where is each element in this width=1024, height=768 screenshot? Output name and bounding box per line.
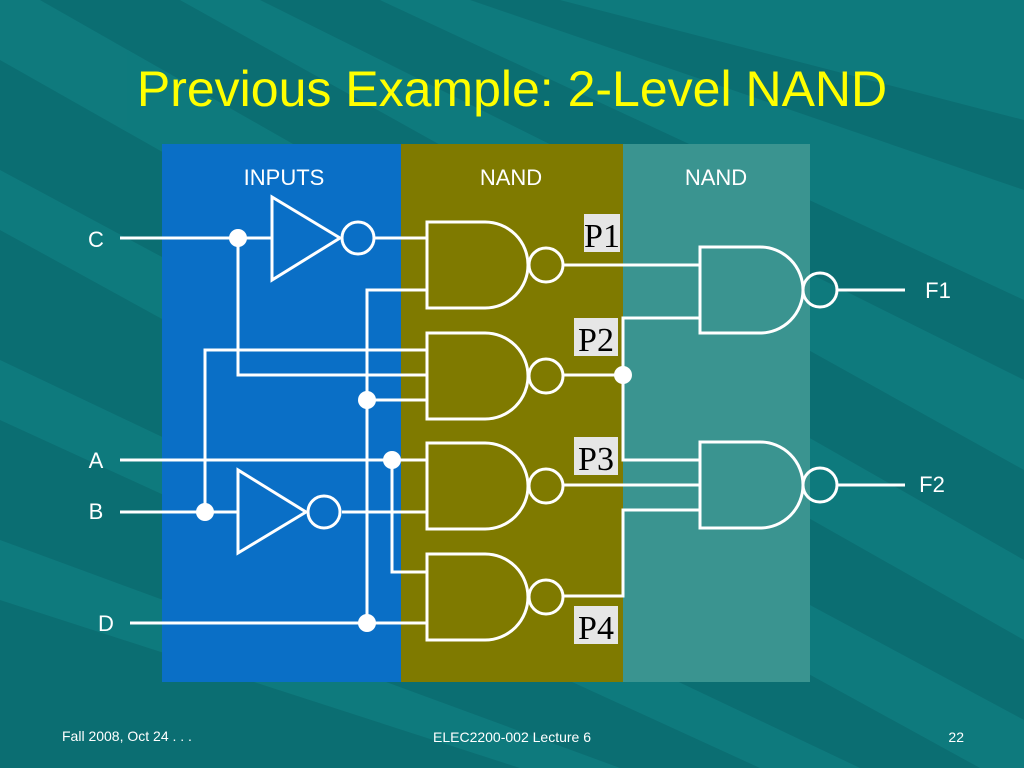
nand-gate-f2-bubble	[801, 466, 839, 504]
slide-title: Previous Example: 2-Level NAND	[136, 61, 888, 117]
label-p1-box	[584, 214, 620, 252]
junction-dot	[229, 229, 247, 247]
wire-b-to-p2	[203, 348, 427, 512]
label-p4-box	[574, 606, 618, 644]
inverter-b	[236, 467, 309, 556]
inverter-c	[270, 194, 343, 283]
header-nand-1: NAND	[480, 165, 542, 190]
wire-p2-to-f2	[621, 375, 700, 462]
output-label-f1: F1	[925, 278, 951, 303]
wire-p4-to-f2	[563, 508, 700, 598]
junction-dot	[358, 614, 376, 632]
inverter-b-bubble	[306, 494, 342, 530]
wires	[120, 236, 905, 625]
label-p1: P1	[584, 218, 620, 255]
label-p3: P3	[578, 441, 614, 478]
nand-gate-p4-bubble	[527, 578, 565, 616]
junction-dot	[358, 391, 376, 409]
junction-dot	[383, 451, 401, 469]
footer-date: Fall 2008, Oct 24 . . .	[62, 728, 192, 744]
output-label-f2: F2	[919, 472, 945, 497]
inverter-c-bubble	[340, 220, 376, 256]
nand-gate-p2-bubble	[527, 357, 565, 395]
nand-gate-f1-bubble	[801, 271, 839, 309]
nand-gate-p1-bubble	[527, 246, 565, 284]
wire-d-trunk	[365, 288, 427, 623]
inputs-panel	[162, 144, 401, 682]
junction-dot	[196, 503, 214, 521]
wire-a-to-p4	[390, 460, 427, 574]
nand-gate-p3-bubble	[527, 467, 565, 505]
nand-level2-panel	[623, 144, 810, 682]
junction-dot	[614, 366, 632, 384]
input-label-d: D	[98, 611, 114, 636]
footer-course: ELEC2200-002 Lecture 6	[433, 729, 591, 745]
header-nand-2: NAND	[685, 165, 747, 190]
wire-p2-to-f1	[621, 316, 700, 375]
label-p2-box	[574, 318, 618, 356]
header-inputs: INPUTS	[244, 165, 325, 190]
junctions	[196, 229, 632, 632]
footer-slide-number: 22	[948, 729, 964, 745]
input-label-a: A	[89, 448, 104, 473]
input-label-b: B	[89, 499, 104, 524]
label-p4: P4	[578, 610, 614, 647]
label-p2: P2	[578, 322, 614, 359]
wire-c-to-p2	[236, 238, 427, 377]
input-label-c: C	[88, 227, 104, 252]
label-p3-box	[574, 437, 618, 475]
